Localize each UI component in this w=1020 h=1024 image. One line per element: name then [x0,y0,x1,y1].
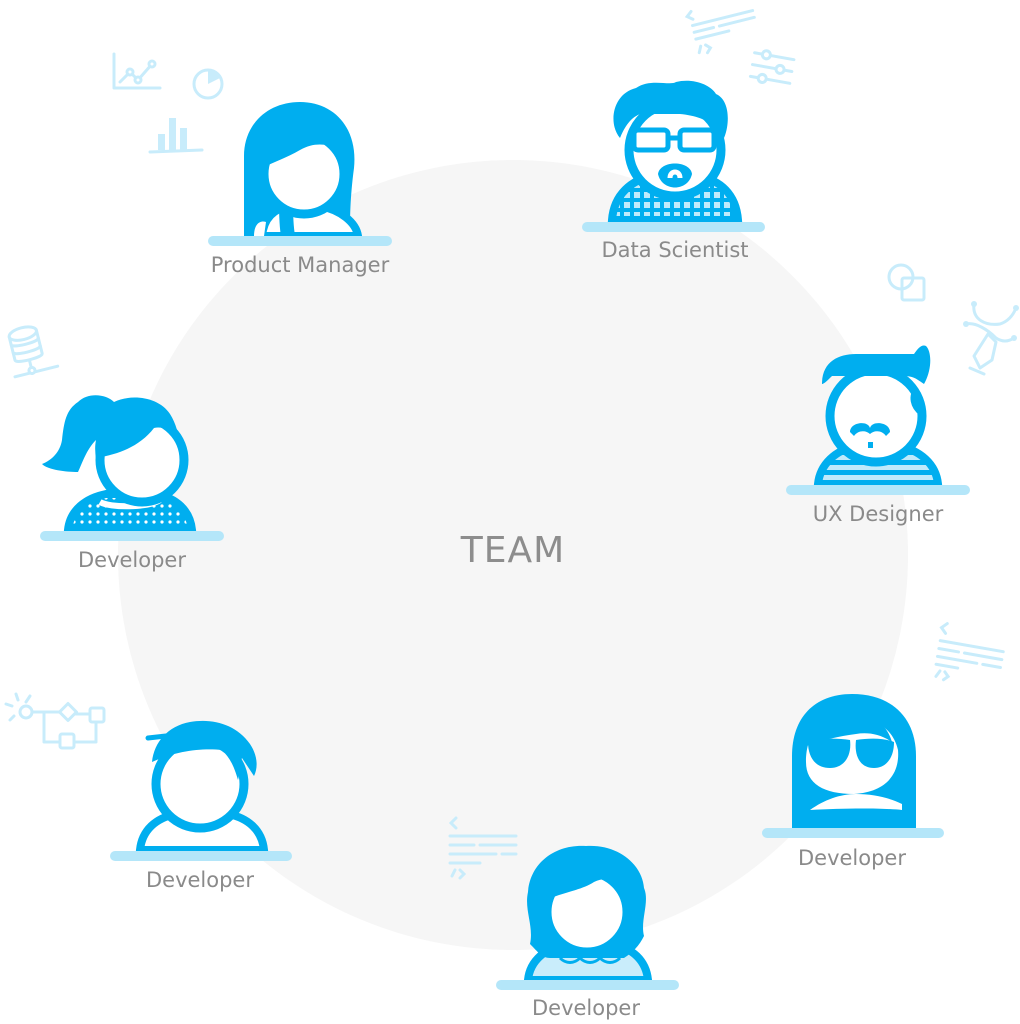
team-circle-background [118,160,908,950]
desk [110,851,292,861]
shapes-icon [887,263,926,302]
curly-hair-avatar-icon [523,845,653,984]
desk [786,485,970,495]
role-label: Product Manager [210,253,390,277]
line-chart-icon [112,52,162,90]
code-lines-icon [684,9,756,55]
pen-tool-icon [963,301,1019,376]
team-member-data-scientist[interactable]: Data Scientist [580,78,770,273]
desk [496,980,679,990]
code-lines-icon [934,622,1005,682]
team-member-developer-sunglasses[interactable]: Developer [760,690,946,875]
desk [208,236,392,246]
role-label: Developer [531,996,640,1020]
bar-chart-icon [148,118,204,154]
role-label: Developer [77,548,186,572]
team-title: TEAM [460,530,566,571]
database-network-icon [7,325,60,379]
flowchart-icon [4,692,106,750]
desk [40,531,224,541]
team-member-developer-ponytail[interactable]: Developer [38,390,228,580]
woman-ponytail-avatar-icon [42,395,197,534]
code-lines-icon [448,816,518,880]
role-label: Data Scientist [601,238,749,262]
man-short-hair-avatar-icon [135,720,269,854]
team-member-developer-short-hair[interactable]: Developer [108,710,294,900]
role-label: Developer [797,846,906,870]
desk [582,222,765,232]
desk [762,828,944,838]
team-member-developer-curly[interactable]: Developer [494,840,680,1024]
woman-long-hair-avatar-icon [244,102,363,240]
pie-chart-icon [192,68,224,100]
sliders-icon [748,49,796,85]
role-label: Developer [145,868,254,892]
team-member-product-manager[interactable]: Product Manager [200,98,400,288]
woman-sunglasses-avatar-icon [792,694,916,828]
man-glasses-beard-avatar-icon [607,80,743,224]
man-quiff-mustache-avatar-icon [813,345,943,488]
role-label: UX Designer [812,502,944,526]
team-member-ux-designer[interactable]: UX Designer [786,340,972,530]
